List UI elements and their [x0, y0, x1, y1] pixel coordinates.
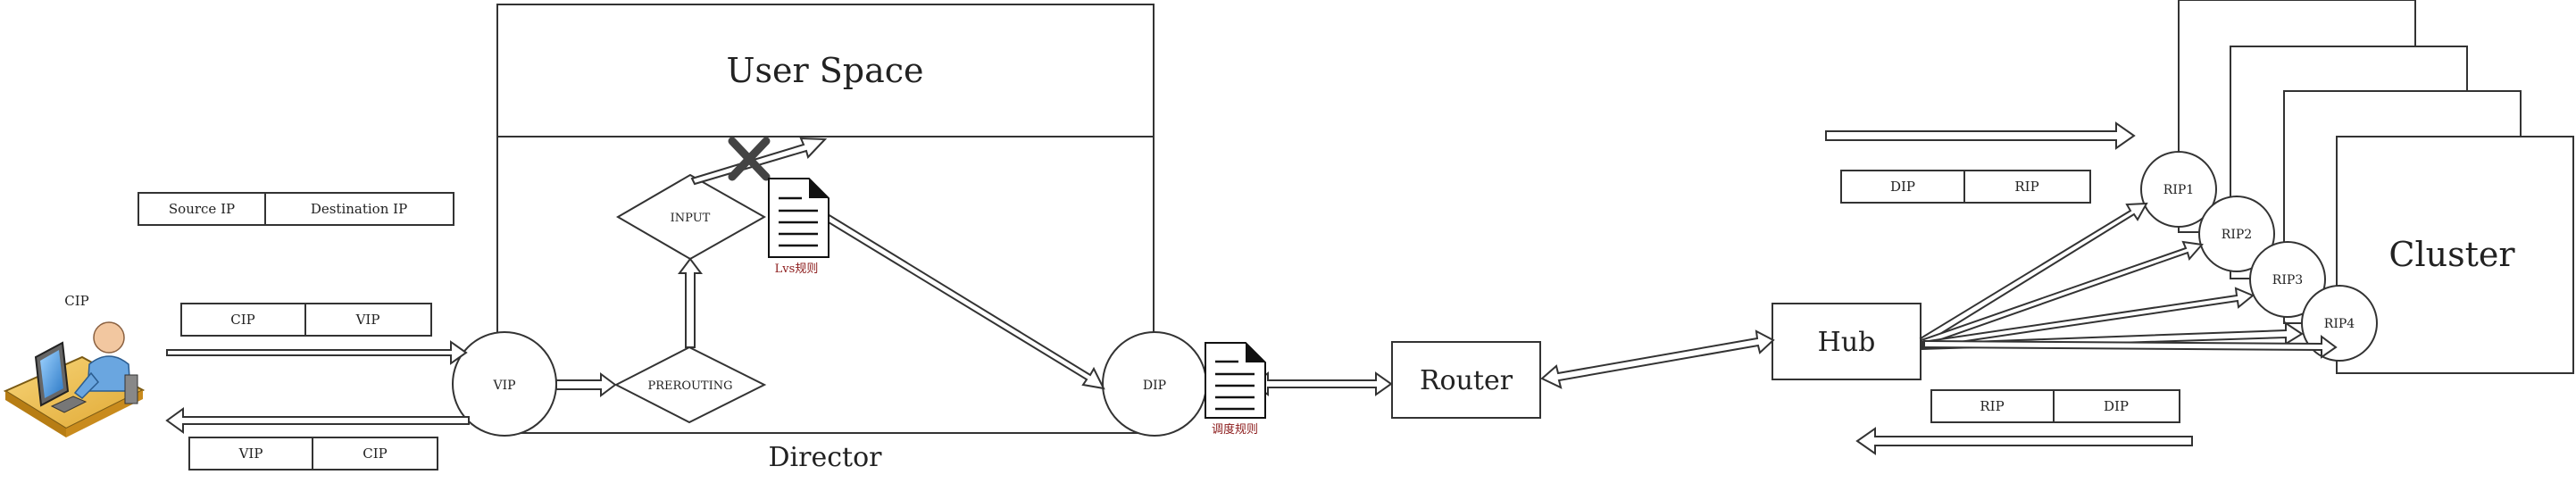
arrow-hub-to-rip3 — [1921, 287, 2255, 349]
rip4-label: RIP4 — [2324, 317, 2355, 331]
client-user-icon — [3, 321, 146, 437]
arrow-dip-router — [1251, 371, 1393, 396]
hub-box — [1772, 303, 1922, 380]
arrow-hub-to-rip2 — [1920, 240, 2204, 347]
rip2-node — [2198, 196, 2275, 272]
director-box — [496, 4, 1155, 434]
arrow-rip-to-hub — [1923, 335, 2338, 359]
lvs-rules-document-icon — [768, 178, 829, 258]
arrow-hub-to-rip1 — [1919, 202, 2148, 346]
arrow-return — [1855, 427, 2193, 455]
router-label: Router — [1420, 365, 1513, 396]
input-node — [616, 173, 767, 261]
arrow-forward — [1825, 121, 2136, 150]
return-packet-right: DIP — [2104, 398, 2129, 414]
arrow-router-hub — [1540, 329, 1775, 389]
prerouting-node — [613, 346, 767, 424]
blocked-cross-icon — [728, 137, 771, 181]
arrow-vip-to-client — [165, 407, 470, 434]
arrow-input-to-userspace — [690, 137, 828, 186]
client-label: CIP — [64, 293, 89, 309]
arrow-prerouting-to-input — [678, 257, 703, 348]
request-packet-right: VIP — [355, 312, 380, 328]
lvs-rules-label: Lvs规则 — [775, 262, 819, 276]
rip3-label: RIP3 — [2272, 273, 2303, 287]
input-label: INPUT — [671, 212, 711, 225]
schedule-rules-label: 调度规则 — [1212, 422, 1258, 437]
arrow-lvs-to-dip — [822, 212, 1105, 390]
arrow-client-to-vip — [166, 340, 468, 365]
reply-packet-left: VIP — [238, 446, 263, 462]
rip3-node — [2249, 241, 2326, 318]
router-box — [1391, 341, 1541, 419]
header-source-table — [138, 192, 454, 226]
header-source-right: Destination IP — [311, 201, 407, 217]
arrow-vip-to-prerouting — [555, 372, 617, 397]
rip2-label: RIP2 — [2222, 228, 2252, 242]
schedule-rules-document-icon — [1205, 342, 1266, 419]
request-packet-left: CIP — [230, 312, 255, 328]
real-server-cluster — [2178, 0, 2574, 374]
dip-label: DIP — [1143, 379, 1166, 393]
forward-packet-right: RIP — [2014, 179, 2038, 195]
rip1-label: RIP1 — [2163, 183, 2194, 197]
hub-label: Hub — [1818, 327, 1876, 358]
user-space-label: User Space — [726, 51, 923, 90]
reply-packet-table — [188, 437, 438, 471]
forward-packet-table — [1840, 170, 2091, 204]
hollow-arrows — [165, 121, 2338, 455]
rip1-node — [2140, 151, 2217, 228]
header-source-left: Source IP — [169, 201, 235, 217]
forward-packet-left: DIP — [1890, 179, 1915, 195]
cluster-label: Cluster — [2388, 235, 2515, 274]
reply-packet-right: CIP — [363, 446, 388, 462]
vip-label: VIP — [492, 379, 515, 393]
request-packet-table — [180, 303, 432, 337]
return-packet-table — [1930, 389, 2180, 423]
prerouting-label: PREROUTING — [648, 379, 733, 393]
director-label: Director — [768, 442, 882, 473]
return-packet-left: RIP — [1980, 398, 2004, 414]
